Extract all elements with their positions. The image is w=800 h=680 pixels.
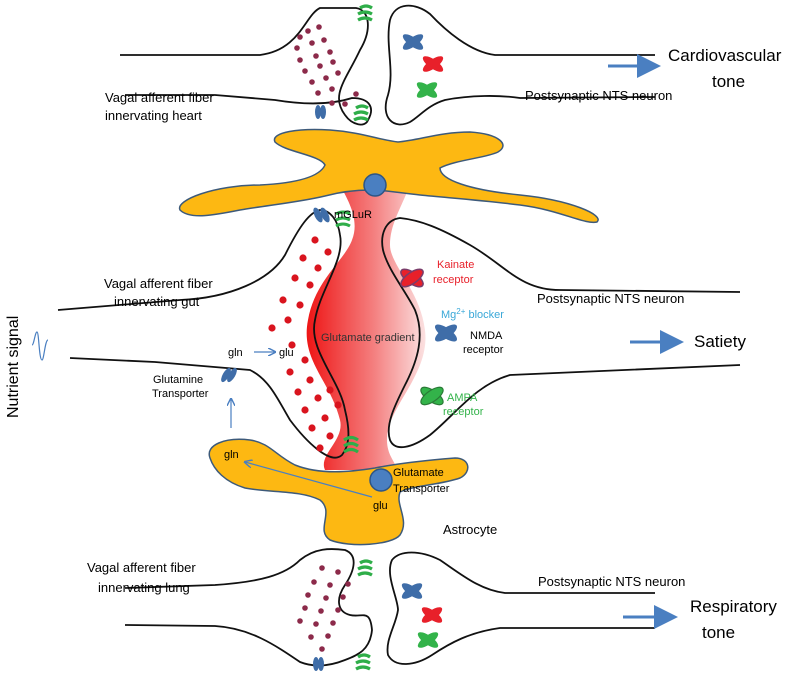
glutamate-gradient-label: Glutamate gradient: [321, 332, 415, 344]
gut-fiber-label-2: innervating gut: [114, 294, 200, 309]
lung-nmda-icon: [399, 580, 425, 602]
top-ampa-icon: [414, 79, 440, 101]
lung-presynaptic-fiber: [124, 548, 373, 667]
mglur-label: mGLuR: [334, 209, 372, 221]
ampa-label-1: AMPA: [447, 392, 478, 404]
heart-neuron-label: Postsynaptic NTS neuron: [525, 88, 672, 103]
top-synapse: [120, 4, 661, 126]
gut-neuron-label: Postsynaptic NTS neuron: [537, 291, 684, 306]
glutamine-transporter-label-1: Glutamine: [153, 374, 203, 386]
glutamine-transporter-icon: [221, 367, 237, 383]
glutamine-transporter-label-2: Transporter: [152, 388, 209, 400]
top-transporter-icon: [353, 4, 373, 122]
lung-ampa-icon: [415, 629, 441, 651]
lung-vesicles: [297, 565, 351, 652]
glutamate-transporter-label-2: Transporter: [393, 483, 450, 495]
bottom-synapse: [124, 548, 678, 671]
mglur-transporter-icon: [335, 210, 351, 228]
bottom-glutamate-transporter-icon: [369, 468, 393, 492]
top-mglur-icon: [315, 105, 326, 119]
lung-neuron-label: Postsynaptic NTS neuron: [538, 574, 685, 589]
ampa-label-2: receptor: [443, 406, 484, 418]
lung-fiber-label-1: Vagal afferent fiber: [87, 560, 196, 575]
gln-label: gln: [228, 347, 243, 359]
cardio-label-2: tone: [712, 72, 745, 91]
kainate-label-1: Kainate: [437, 259, 474, 271]
gln-astro-label: gln: [224, 449, 239, 461]
top-nmda-icon: [400, 31, 426, 53]
top-presynaptic-fiber: [120, 7, 372, 126]
kainate-label-2: receptor: [433, 274, 474, 286]
glu-astro-label: glu: [373, 500, 388, 512]
nutrient-signal-trace: [31, 331, 49, 361]
lung-fiber-label-2: innervating lung: [98, 580, 190, 595]
top-postsynaptic-neuron: [384, 4, 656, 126]
lung-postsynaptic-neuron: [386, 551, 655, 665]
nmda-receptor-icon: [434, 324, 458, 342]
glu-label: glu: [279, 347, 294, 359]
nutrient-signal-label: Nutrient signal: [5, 316, 22, 418]
kainate-receptor-icon: [400, 268, 424, 288]
satiety-label: Satiety: [694, 332, 746, 351]
astrocyte-label: Astrocyte: [443, 522, 497, 537]
nmda-label-2: receptor: [463, 344, 504, 356]
heart-fiber-label-2: innervating heart: [105, 108, 202, 123]
nmda-label-1: NMDA: [470, 330, 503, 342]
top-glutamate-transporter-icon: [363, 173, 387, 197]
top-vesicles: [294, 24, 359, 107]
respiratory-label-1: Respiratory: [690, 597, 777, 616]
lung-transporter-icon: [355, 559, 373, 671]
top-astrocyte: [179, 128, 599, 224]
mg-blocker-label: Mg2+ blocker: [441, 307, 504, 321]
bottom-astrocyte: [208, 438, 469, 546]
respiratory-label-2: tone: [702, 623, 735, 642]
mglur-receptor-icon: [313, 207, 330, 223]
gut-presynaptic-fiber: [57, 209, 350, 459]
gut-fiber-label-1: Vagal afferent fiber: [104, 276, 213, 291]
middle-synapse: [31, 128, 741, 546]
gut-vesicles: [268, 236, 342, 452]
glu-to-gln-arrow: [245, 462, 373, 498]
heart-fiber-label-1: Vagal afferent fiber: [105, 90, 214, 105]
ampa-receptor-icon: [420, 386, 444, 406]
glutamate-transporter-label-1: Glutamate: [393, 467, 444, 479]
lung-mglur-icon: [313, 657, 324, 671]
gut-bottom-transporter-icon: [343, 435, 359, 454]
glutamate-gradient-area: [306, 185, 426, 470]
top-kainate-icon: [420, 53, 446, 75]
lung-kainate-icon: [419, 604, 445, 626]
cardio-label-1: Cardiovascular: [668, 46, 782, 65]
gut-postsynaptic-neuron: [381, 217, 741, 449]
